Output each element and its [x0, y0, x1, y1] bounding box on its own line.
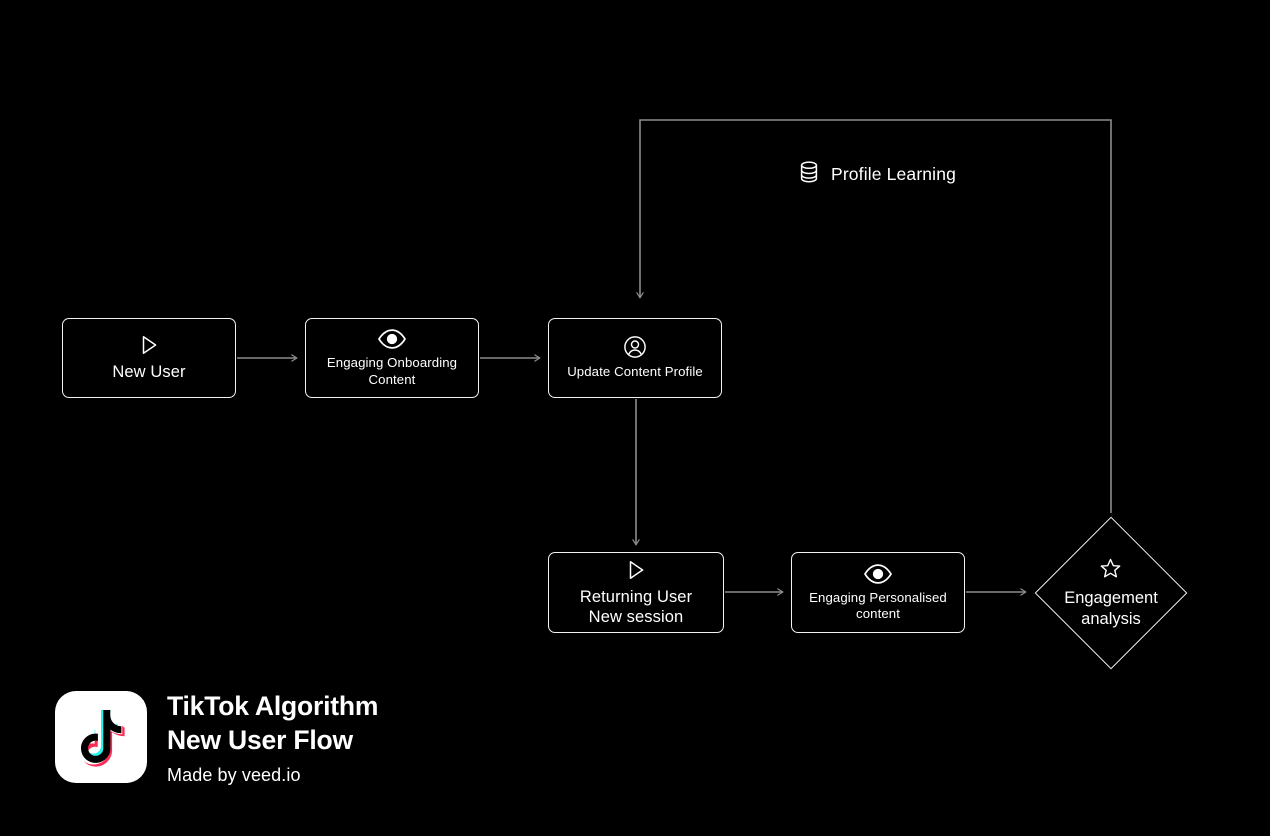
- branding: TikTok Algorithm New User Flow Made by v…: [55, 689, 378, 786]
- node-engaging-personalised-content[interactable]: Engaging Personalised content: [791, 552, 965, 633]
- diamond-content: Engagement analysis: [1064, 557, 1158, 629]
- node-label: Update Content Profile: [567, 364, 703, 380]
- database-icon: [798, 160, 820, 189]
- brand-title: TikTok Algorithm New User Flow: [167, 691, 379, 756]
- node-update-content-profile[interactable]: Update Content Profile: [548, 318, 722, 398]
- user-circle-icon: [623, 335, 647, 359]
- node-label: Engaging Personalised content: [809, 589, 947, 621]
- brand-text: TikTok Algorithm New User Flow Made by v…: [167, 689, 378, 786]
- profile-learning-text: Profile Learning: [831, 164, 956, 184]
- star-icon: [1099, 557, 1122, 585]
- node-label: New User: [112, 363, 186, 382]
- play-icon: [137, 333, 161, 357]
- node-new-user[interactable]: New User: [62, 318, 236, 398]
- brand-subtitle: Made by veed.io: [167, 764, 301, 785]
- node-label: Engagement analysis: [1064, 588, 1158, 628]
- node-returning-user-new-session[interactable]: Returning User New session: [548, 552, 724, 633]
- eye-icon: [863, 563, 893, 585]
- node-label: Returning User New session: [579, 587, 693, 626]
- profile-learning-label: Profile Learning: [798, 160, 956, 189]
- node-engagement-analysis[interactable]: Engagement analysis: [1033, 515, 1189, 671]
- eye-icon: [377, 328, 407, 350]
- node-engaging-onboarding-content[interactable]: Engaging Onboarding Content: [305, 318, 479, 398]
- tiktok-logo: [55, 691, 147, 784]
- play-icon: [624, 558, 648, 582]
- node-label: Engaging Onboarding Content: [326, 355, 458, 387]
